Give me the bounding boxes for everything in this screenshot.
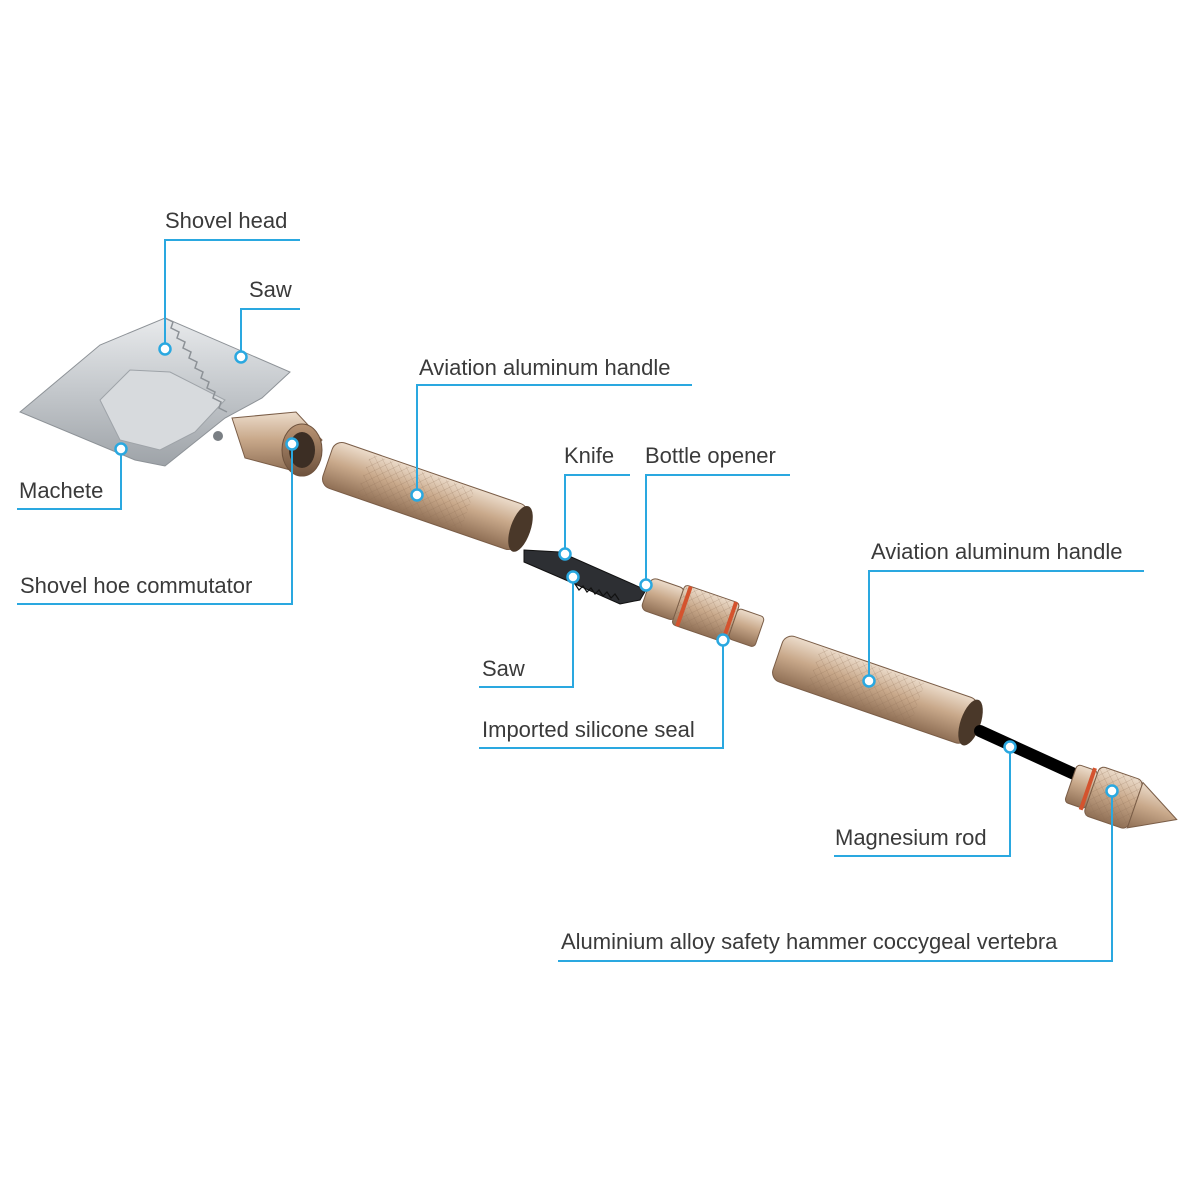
label-bottle-opener: Bottle opener — [645, 443, 776, 468]
dot-machete — [114, 442, 128, 456]
dot-saw-middle — [566, 570, 580, 584]
label-saw-middle: Saw — [482, 656, 525, 681]
label-shovel-hoe-commutator: Shovel hoe commutator — [20, 573, 253, 598]
handle-2-part — [772, 635, 983, 746]
label-aviation-handle-2: Aviation aluminum handle — [871, 539, 1123, 564]
handle-1-part — [322, 441, 533, 552]
leader-seal — [479, 640, 724, 749]
leader-bottle-opener — [645, 474, 790, 585]
leader-lines — [17, 239, 1144, 962]
label-machete: Machete — [19, 478, 104, 503]
leader-handle-2 — [868, 570, 1144, 681]
magnesium-rod-part — [974, 725, 1089, 784]
label-knife: Knife — [564, 443, 615, 468]
label-saw-top: Saw — [249, 277, 292, 302]
knife-saw-part — [523, 549, 647, 605]
label-shovel-head: Shovel head — [165, 208, 288, 233]
dot-safety-hammer — [1105, 784, 1119, 798]
dot-handle-2 — [862, 674, 876, 688]
leader-machete — [17, 449, 122, 510]
shovel-head-part — [19, 317, 291, 467]
dot-seal — [716, 633, 730, 647]
leader-knife — [564, 474, 630, 554]
label-magnesium-rod: Magnesium rod — [835, 825, 987, 850]
dot-shovel-head — [158, 342, 172, 356]
dot-handle-1 — [410, 488, 424, 502]
leader-saw-middle — [479, 577, 574, 688]
label-safety-hammer: Aluminium alloy safety hammer coccygeal … — [561, 929, 1058, 954]
leader-shovel-head — [164, 239, 300, 349]
commutator-part — [231, 411, 323, 477]
label-aviation-handle-1: Aviation aluminum handle — [419, 355, 671, 380]
safety-hammer-part — [1064, 764, 1178, 830]
dot-saw-top — [234, 350, 248, 364]
leader-commutator — [17, 444, 293, 605]
dot-bottle-opener — [639, 578, 653, 592]
leader-magnesium-rod — [834, 747, 1011, 857]
connector-part — [641, 578, 765, 647]
leader-safety-hammer — [558, 791, 1113, 962]
leader-handle-1 — [416, 384, 692, 495]
leader-saw-top — [240, 308, 300, 357]
dot-magnesium-rod — [1003, 740, 1017, 754]
dot-knife — [558, 547, 572, 561]
dot-commutator — [285, 437, 299, 451]
label-imported-silicone-seal: Imported silicone seal — [482, 717, 695, 742]
callout-dots — [114, 342, 1119, 798]
